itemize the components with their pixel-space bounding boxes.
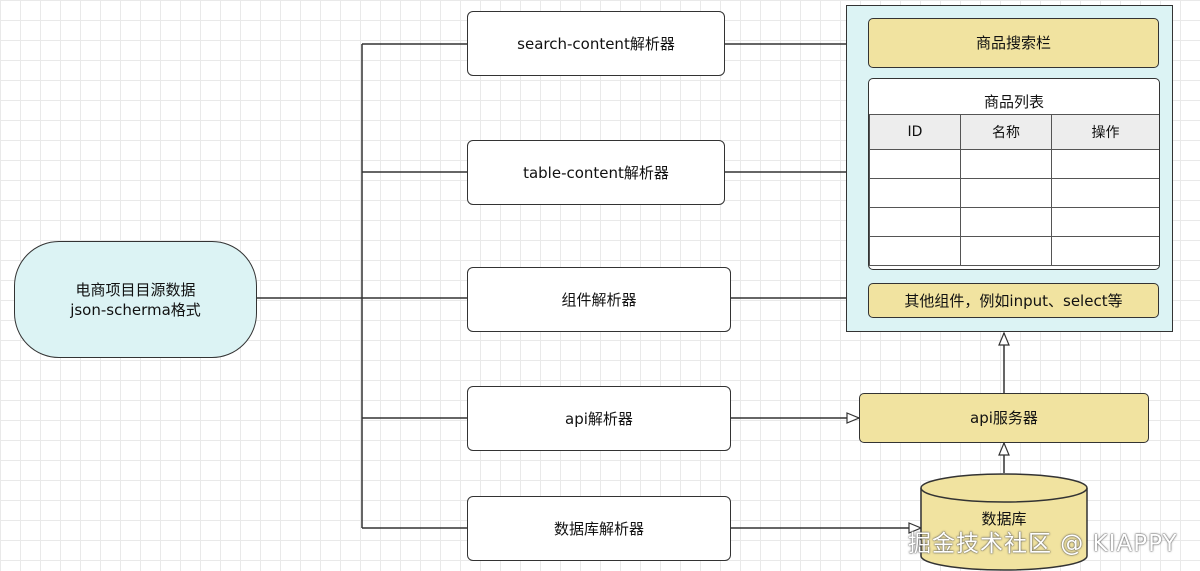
parser-table-content: table-content解析器 (467, 140, 725, 205)
table-cell (960, 178, 1052, 208)
watermark: 掘金技术社区 @ KIAPPY (908, 531, 1178, 557)
table-cell (1051, 178, 1159, 208)
api-server-node: api服务器 (859, 393, 1149, 443)
column-header-name: 名称 (960, 114, 1052, 150)
table-row (869, 149, 1159, 179)
table-cell (869, 149, 961, 179)
parser-label: 组件解析器 (561, 290, 637, 309)
table-cell (960, 207, 1052, 237)
table-cell (1051, 149, 1159, 179)
table-cell (1051, 236, 1159, 266)
column-header-id: ID (869, 114, 961, 150)
search-bar-node: 商品搜索栏 (868, 18, 1159, 68)
table-cell (869, 236, 961, 266)
parser-label: search-content解析器 (517, 34, 675, 53)
table-cell (960, 236, 1052, 266)
source-line-2: json-scherma格式 (70, 300, 201, 319)
other-components-node: 其他组件，例如input、select等 (868, 283, 1159, 318)
product-table: ID 名称 操作 (869, 114, 1159, 266)
table-cell (1051, 207, 1159, 237)
parser-database: 数据库解析器 (467, 496, 731, 561)
source-data-node: 电商项目目源数据 json-scherma格式 (14, 241, 257, 358)
api-server-label: api服务器 (970, 409, 1038, 427)
source-line-1: 电商项目目源数据 (75, 280, 196, 299)
table-row (869, 207, 1159, 237)
product-list-node: 商品列表 ID 名称 操作 (868, 78, 1160, 270)
parser-api: api解析器 (467, 386, 731, 451)
parser-label: api解析器 (565, 409, 633, 428)
parser-label: table-content解析器 (523, 163, 669, 182)
column-header-action: 操作 (1051, 114, 1159, 150)
table-cell (960, 149, 1052, 179)
table-row (869, 178, 1159, 208)
table-cell (869, 178, 961, 208)
table-header-row: ID 名称 操作 (869, 114, 1159, 150)
database-label: 数据库 (981, 510, 1027, 528)
table-cell (869, 207, 961, 237)
other-components-label: 其他组件，例如input、select等 (904, 291, 1123, 310)
database-cylinder (920, 473, 1088, 571)
parser-component: 组件解析器 (467, 267, 731, 332)
parser-label: 数据库解析器 (553, 519, 644, 538)
search-bar-label: 商品搜索栏 (975, 34, 1051, 52)
product-list-title: 商品列表 (983, 93, 1044, 111)
parser-search-content: search-content解析器 (467, 11, 725, 76)
table-row (869, 236, 1159, 266)
